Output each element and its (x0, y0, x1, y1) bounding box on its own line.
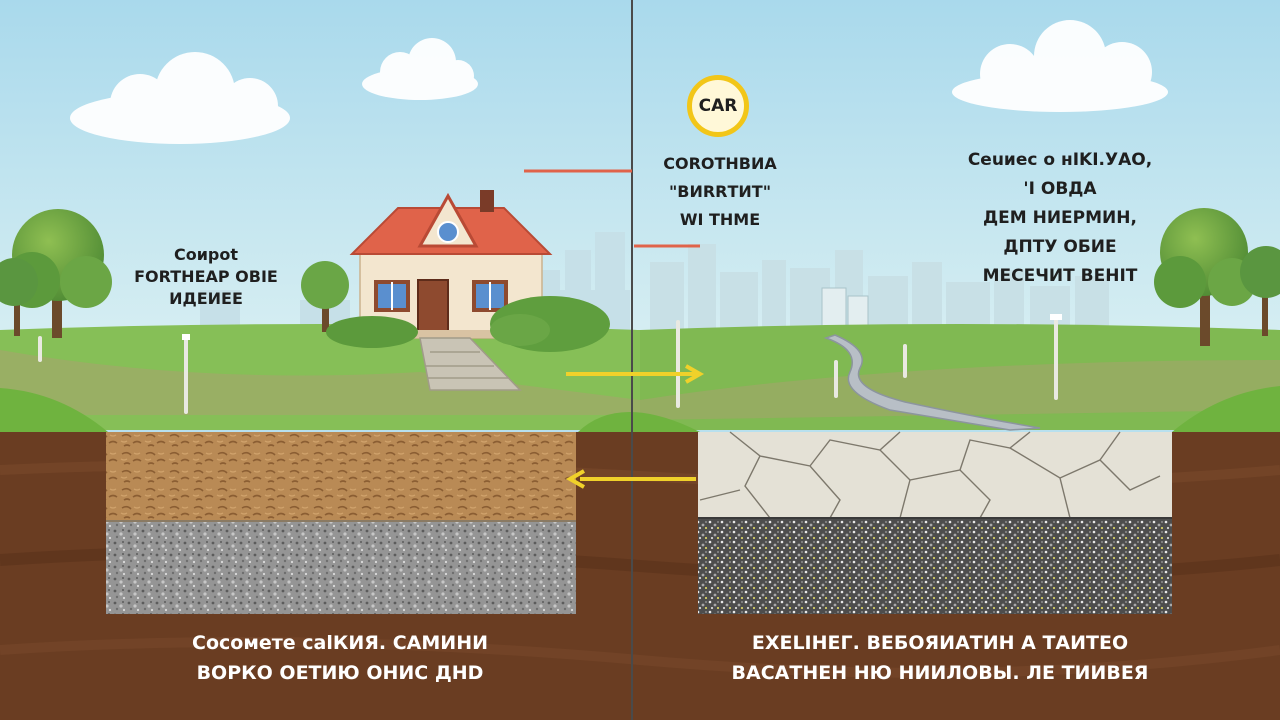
center-note: COROTHBИA "ВИRRТИТ" WI ТНМЕ (630, 150, 810, 234)
right-note-line: Сеuиес о нIKI.УАО, (967, 150, 1153, 170)
left-caption: Сосомете саlКИЯ. САМИНИ ВОРКО ОЕТИЮ ОНИС… (140, 628, 540, 688)
right-note: Сеuиес о нIKI.УАО, 'I ОВДА ДЕМ НИЕРМИН, … (930, 146, 1190, 291)
car-badge-icon: CAR (687, 75, 749, 137)
right-note-line: ДЕМ НИЕРМИН, (983, 208, 1137, 228)
right-caption-line: ЕХЕLIНЕГ. ВЕБОЯИАТИН А ТАИТЕО (751, 632, 1129, 654)
left-caption-line: ВОРКО ОЕТИЮ ОНИС ДНD (196, 662, 484, 684)
right-note-line: ДПТУ ОБИЕ (1003, 237, 1117, 257)
center-note-line: COROTHBИA (663, 154, 777, 173)
center-note-line: WI ТНМЕ (679, 210, 761, 229)
left-caption-line: Сосомете саlКИЯ. САМИНИ (192, 632, 488, 654)
left-note-line: FORTHEAP OBIE (134, 267, 278, 286)
left-note: Coироt FORTHEAP OBIE ИДЕИЕЕ (106, 244, 306, 310)
right-note-line: МЕСЕЧИТ ВЕНIТ (982, 266, 1138, 286)
center-note-line: "ВИRRТИТ" (668, 182, 772, 201)
left-note-line: Coироt (173, 245, 239, 264)
right-caption: ЕХЕLIНЕГ. ВЕБОЯИАТИН А ТАИТЕО ВАСАТНЕН Н… (690, 628, 1190, 688)
left-note-line: ИДЕИЕЕ (169, 289, 243, 308)
badge-text: CAR (698, 96, 738, 116)
right-note-line: 'I ОВДА (1023, 179, 1097, 199)
right-caption-line: ВАСАТНЕН НЮ НИИЛОВЫ. ЛЕ ТИИВЕЯ (731, 662, 1149, 684)
